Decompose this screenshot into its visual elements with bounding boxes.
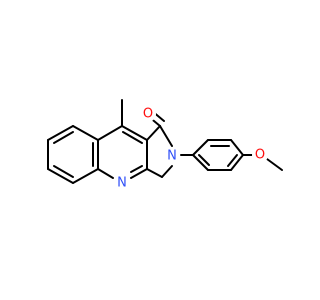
atom-label: O (143, 107, 153, 122)
bond (146, 168, 163, 178)
molecule-diagram: O N N O (47, 99, 283, 191)
bond (122, 131, 143, 144)
bond (47, 125, 74, 141)
bond (72, 125, 99, 141)
bond (53, 165, 74, 178)
bond (146, 125, 161, 141)
carbonyl-oxygen-label: O (140, 106, 156, 122)
bond (159, 125, 173, 147)
bond (97, 168, 114, 179)
bond (130, 165, 143, 173)
lactam-nitrogen-label: N (164, 148, 180, 164)
bond (230, 139, 244, 156)
atom-label: N (167, 149, 177, 164)
bond (227, 154, 238, 167)
bond (198, 154, 210, 166)
bond (97, 125, 123, 141)
bond (266, 158, 283, 171)
bond (192, 154, 209, 171)
bonds (47, 99, 283, 184)
bond (230, 154, 244, 171)
ring-nitrogen-label: N (114, 175, 130, 191)
bond (192, 139, 209, 156)
bond (47, 168, 74, 184)
atom-labels: O N N O (114, 106, 268, 191)
bond (53, 131, 74, 144)
atom-label: O (255, 148, 265, 163)
ether-oxygen-label: O (252, 147, 268, 163)
bond (161, 165, 173, 178)
bond (72, 168, 99, 184)
bond (121, 125, 148, 141)
bond (130, 168, 148, 179)
atom-label: N (117, 176, 127, 191)
structure-canvas: O N N O (47, 99, 283, 191)
